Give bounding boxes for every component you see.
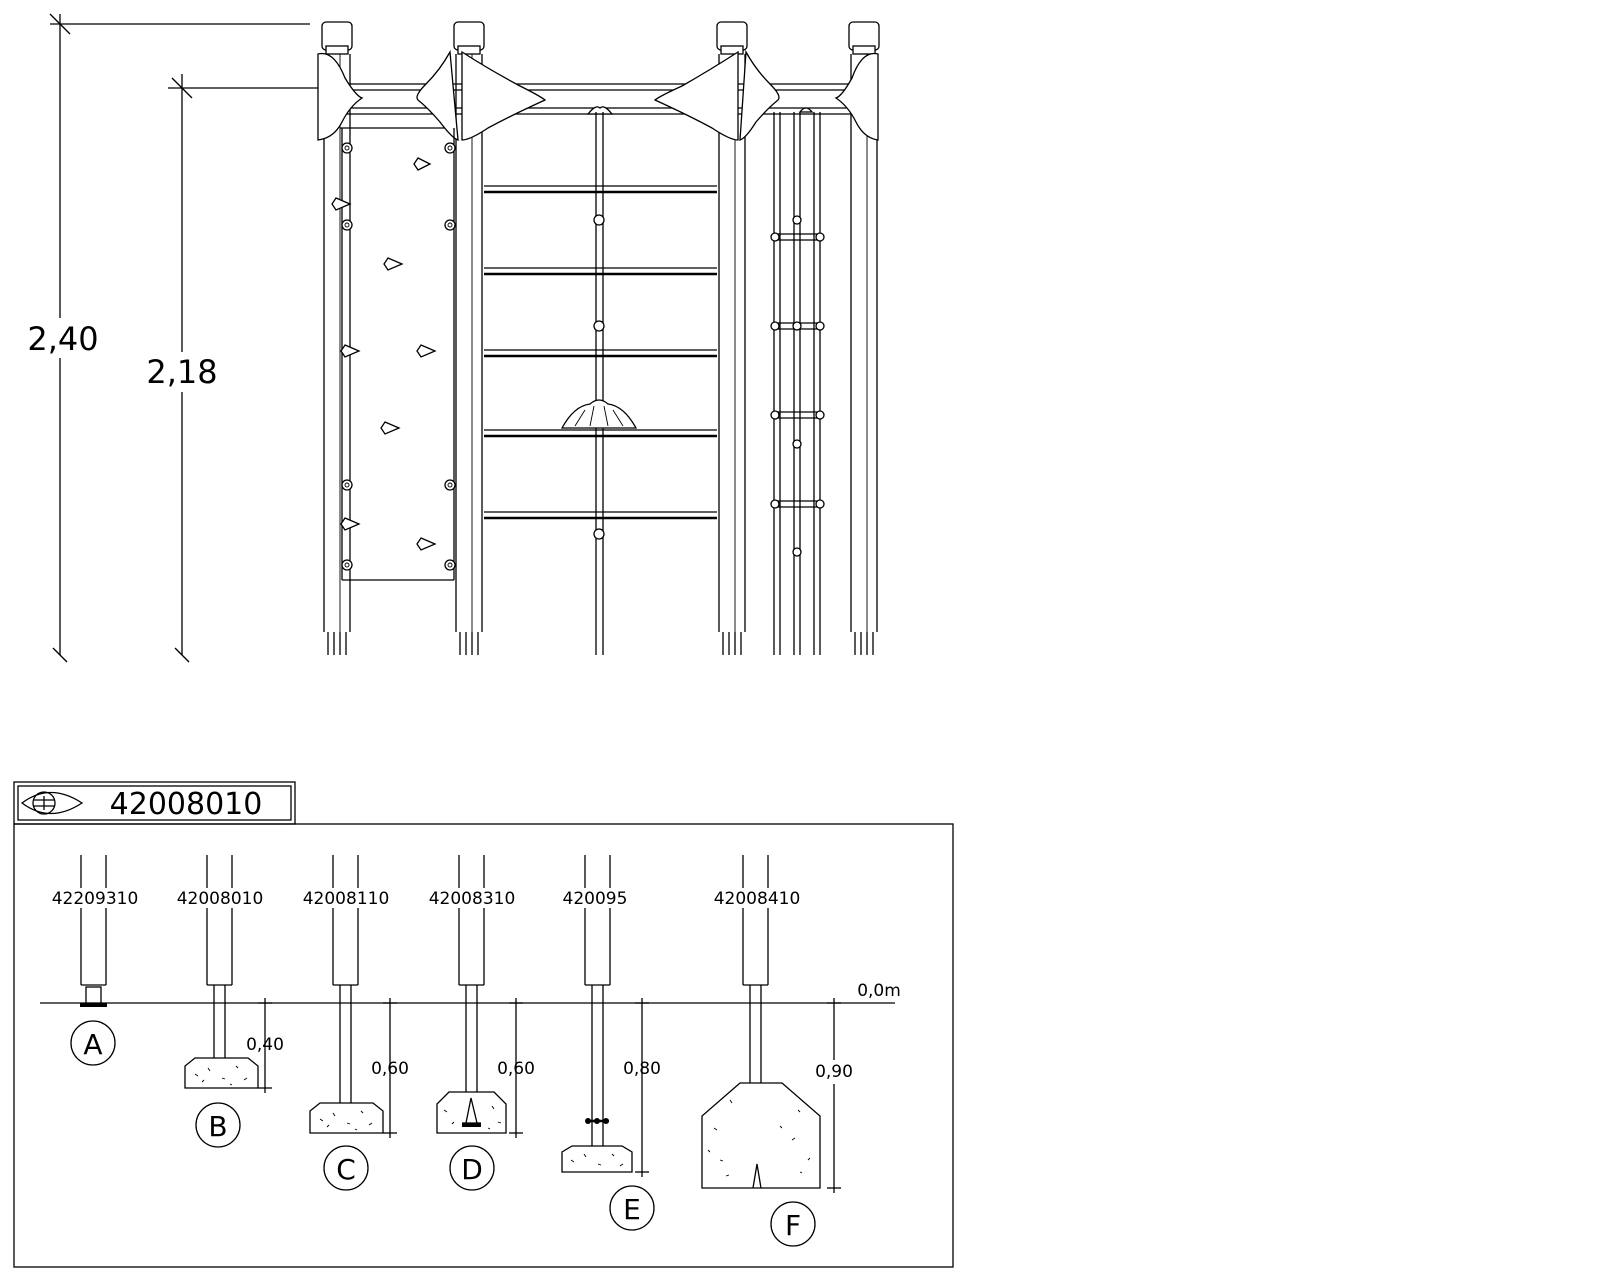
foundation-letter: F	[785, 1209, 801, 1242]
foundation-e: 420095 0,80 E	[560, 855, 661, 1231]
view-eye-icon	[20, 791, 84, 815]
foundation-code: 42008010	[177, 889, 264, 909]
foundation-letter: A	[83, 1028, 102, 1061]
foundation-letter: C	[336, 1153, 356, 1186]
foundation-depth: 0,40	[246, 1035, 284, 1055]
rope-ladder	[770, 107, 825, 655]
climbing-holds	[331, 157, 437, 551]
foundation-c: 42008110 0,60 C	[296, 855, 409, 1191]
post-2	[453, 21, 485, 655]
foundation-f: 42008410 0,90 F	[701, 855, 858, 1247]
elevation-view: 2,40 2,18	[20, 13, 880, 663]
dimension-platform-height: 2,18	[140, 74, 318, 663]
foundation-code: 42209310	[52, 889, 139, 909]
foundation-letter: E	[623, 1193, 641, 1226]
foundation-code: 42008310	[429, 889, 516, 909]
rope-ladder-rungs	[770, 215, 825, 557]
foundation-b: 42008010 0,40 B	[170, 855, 284, 1148]
foundation-letter: B	[208, 1110, 227, 1143]
foundation-frame	[13, 823, 954, 1268]
ground-level-label: 0,0m	[857, 981, 901, 1001]
corner-connectors	[317, 49, 879, 141]
foundation-header-code: 42008010	[110, 787, 263, 822]
post-4	[848, 21, 880, 655]
foundation-code: 42008410	[714, 889, 801, 909]
foundation-header: 42008010	[13, 781, 296, 825]
foundation-code: 420095	[563, 889, 628, 909]
foundation-code: 42008110	[303, 889, 390, 909]
post-3	[716, 21, 748, 655]
foundation-depth: 0,80	[623, 1059, 661, 1079]
wall-bolts	[341, 142, 456, 571]
foundation-depth: 0,90	[815, 1062, 853, 1082]
foundation-details: 42008010 0,0m 42209310 A	[13, 781, 954, 1268]
dimension-total-height: 2,40	[20, 13, 310, 663]
dimension-total-height-label: 2,40	[27, 320, 98, 358]
foundation-depth: 0,60	[371, 1059, 409, 1079]
foundation-d: 42008310 0,60 D	[422, 855, 535, 1191]
dimension-platform-height-label: 2,18	[146, 353, 217, 391]
foundation-depth: 0,60	[497, 1059, 535, 1079]
ladder-rungs	[484, 185, 717, 520]
foundation-a: 42209310 A	[46, 855, 144, 1066]
climbing-rope	[560, 106, 638, 655]
climbing-wall	[331, 128, 456, 581]
foundation-letter: D	[461, 1153, 483, 1186]
